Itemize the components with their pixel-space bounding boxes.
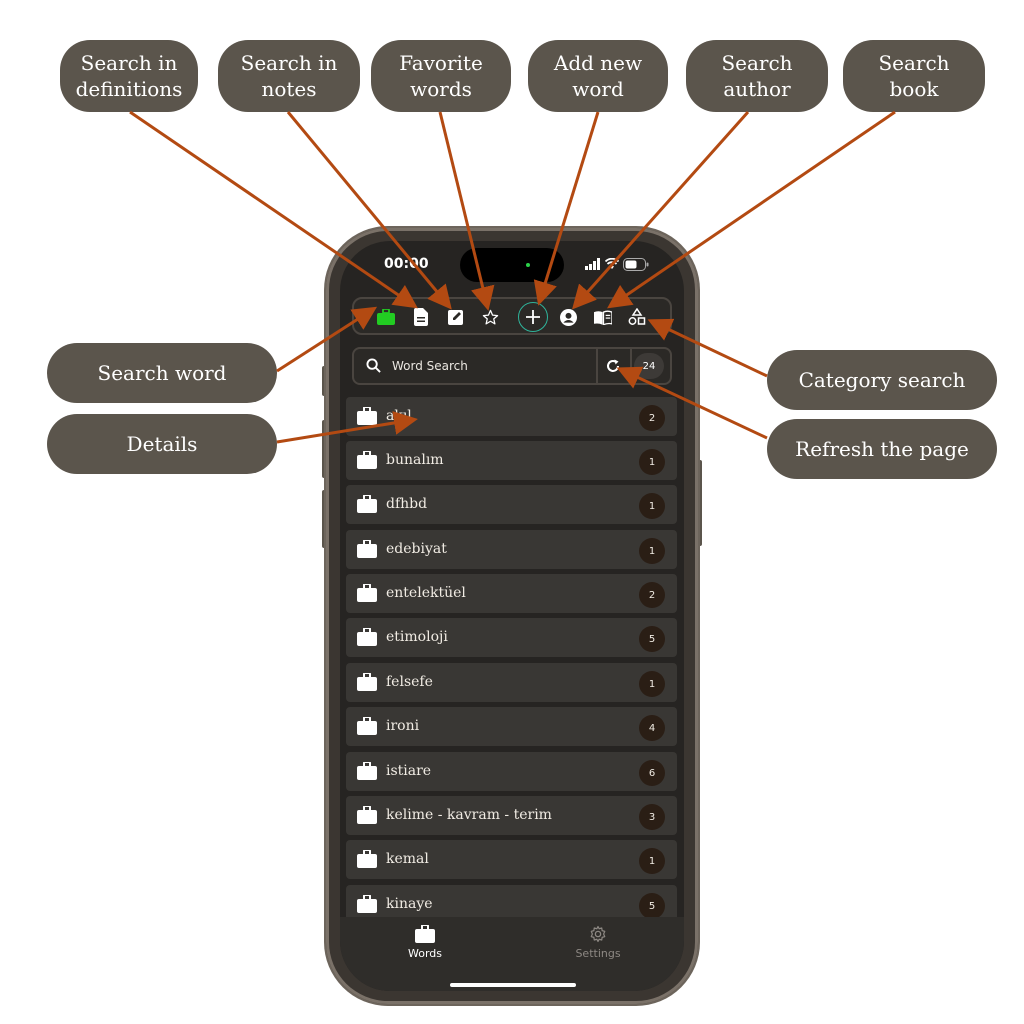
side-button-power bbox=[698, 460, 702, 546]
side-button-volume-up bbox=[322, 420, 326, 478]
briefcase-icon bbox=[357, 451, 377, 469]
briefcase-icon[interactable] bbox=[377, 308, 395, 326]
word-label: etimoloji bbox=[386, 629, 448, 645]
word-label: kinaye bbox=[386, 896, 433, 912]
status-time: 00:00 bbox=[384, 256, 429, 272]
word-count-badge: 1 bbox=[639, 538, 665, 564]
search-input[interactable]: Word Search bbox=[392, 359, 468, 373]
gear-icon bbox=[590, 925, 606, 943]
briefcase-icon bbox=[357, 806, 377, 824]
word-count-badge: 1 bbox=[639, 449, 665, 475]
list-item[interactable]: dfhbd 1 bbox=[346, 485, 677, 524]
briefcase-icon bbox=[357, 850, 377, 868]
callout-refresh-page: Refresh the page bbox=[767, 419, 997, 479]
list-item[interactable]: edebiyat 1 bbox=[346, 530, 677, 569]
tab-words-label: Words bbox=[407, 947, 442, 960]
side-button-volume-down bbox=[322, 490, 326, 548]
word-count-badge: 4 bbox=[639, 715, 665, 741]
briefcase-icon bbox=[415, 925, 435, 943]
list-item[interactable]: kemal 1 bbox=[346, 840, 677, 879]
total-word-count: 24 bbox=[634, 353, 664, 379]
tab-settings-label: Settings bbox=[575, 947, 621, 960]
briefcase-icon bbox=[357, 495, 377, 513]
dynamic-island bbox=[460, 248, 564, 282]
refresh-icon[interactable] bbox=[605, 358, 621, 374]
signal-icon bbox=[585, 258, 600, 270]
briefcase-icon bbox=[357, 673, 377, 691]
callout-add-new-word: Add new word bbox=[528, 40, 668, 112]
book-icon[interactable] bbox=[594, 308, 612, 326]
toolbar bbox=[352, 297, 672, 335]
divider bbox=[630, 349, 632, 383]
word-count-badge: 5 bbox=[639, 893, 665, 919]
list-item[interactable]: bunalım 1 bbox=[346, 441, 677, 480]
tab-settings[interactable]: Settings bbox=[558, 925, 638, 960]
list-item[interactable]: etimoloji 5 bbox=[346, 618, 677, 657]
word-count-badge: 2 bbox=[639, 582, 665, 608]
word-count-badge: 1 bbox=[639, 848, 665, 874]
list-item[interactable]: akıl 2 bbox=[346, 397, 677, 436]
phone-screen: 00:00 bbox=[340, 241, 684, 991]
shapes-icon[interactable] bbox=[628, 308, 646, 326]
word-label: kelime - kavram - terim bbox=[386, 807, 552, 823]
word-count-badge: 2 bbox=[639, 405, 665, 431]
word-count-badge: 1 bbox=[639, 671, 665, 697]
tab-words[interactable]: Words bbox=[385, 925, 465, 960]
word-count-badge: 5 bbox=[639, 626, 665, 652]
callout-search-definitions: Search in definitions bbox=[60, 40, 198, 112]
status-icons bbox=[585, 257, 649, 271]
callout-search-author: Search author bbox=[686, 40, 828, 112]
word-label: entelektüel bbox=[386, 585, 466, 601]
home-indicator bbox=[450, 983, 576, 987]
callout-category-search: Category search bbox=[767, 350, 997, 410]
star-icon[interactable] bbox=[481, 308, 499, 326]
note-edit-icon[interactable] bbox=[447, 308, 465, 326]
briefcase-icon bbox=[357, 540, 377, 558]
word-label: edebiyat bbox=[386, 541, 447, 557]
side-button-silent bbox=[322, 366, 326, 396]
user-icon[interactable] bbox=[559, 308, 577, 326]
callout-search-book: Search book bbox=[843, 40, 985, 112]
callout-search-notes: Search in notes bbox=[218, 40, 360, 112]
battery-icon bbox=[623, 257, 649, 271]
list-item[interactable]: entelektüel 2 bbox=[346, 574, 677, 613]
word-label: akıl bbox=[386, 408, 412, 424]
briefcase-icon bbox=[357, 717, 377, 735]
word-count-badge: 6 bbox=[639, 760, 665, 786]
briefcase-icon bbox=[357, 584, 377, 602]
word-label: felsefe bbox=[386, 674, 433, 690]
briefcase-icon bbox=[357, 628, 377, 646]
callout-details: Details bbox=[47, 414, 277, 474]
add-word-button[interactable] bbox=[518, 302, 548, 332]
word-label: ironi bbox=[386, 718, 420, 734]
word-count-badge: 3 bbox=[639, 804, 665, 830]
list-item[interactable]: felsefe 1 bbox=[346, 663, 677, 702]
document-icon[interactable] bbox=[412, 308, 430, 326]
list-item[interactable]: istiare 6 bbox=[346, 752, 677, 791]
tab-bar: Words Settings bbox=[340, 917, 684, 991]
callout-search-word: Search word bbox=[47, 343, 277, 403]
word-label: dfhbd bbox=[386, 496, 428, 512]
word-count-badge: 1 bbox=[639, 493, 665, 519]
briefcase-icon bbox=[357, 895, 377, 913]
wifi-icon bbox=[605, 258, 619, 269]
briefcase-icon bbox=[357, 407, 377, 425]
word-search-bar[interactable]: Word Search 24 bbox=[352, 347, 672, 385]
divider bbox=[596, 349, 598, 383]
briefcase-icon bbox=[357, 762, 377, 780]
word-label: istiare bbox=[386, 763, 432, 779]
callout-favorite-words: Favorite words bbox=[371, 40, 511, 112]
list-item[interactable]: ironi 4 bbox=[346, 707, 677, 746]
word-label: kemal bbox=[386, 851, 429, 867]
list-item[interactable]: kelime - kavram - terim 3 bbox=[346, 796, 677, 835]
search-icon bbox=[366, 358, 381, 373]
plus-icon bbox=[526, 310, 540, 324]
word-label: bunalım bbox=[386, 452, 444, 468]
